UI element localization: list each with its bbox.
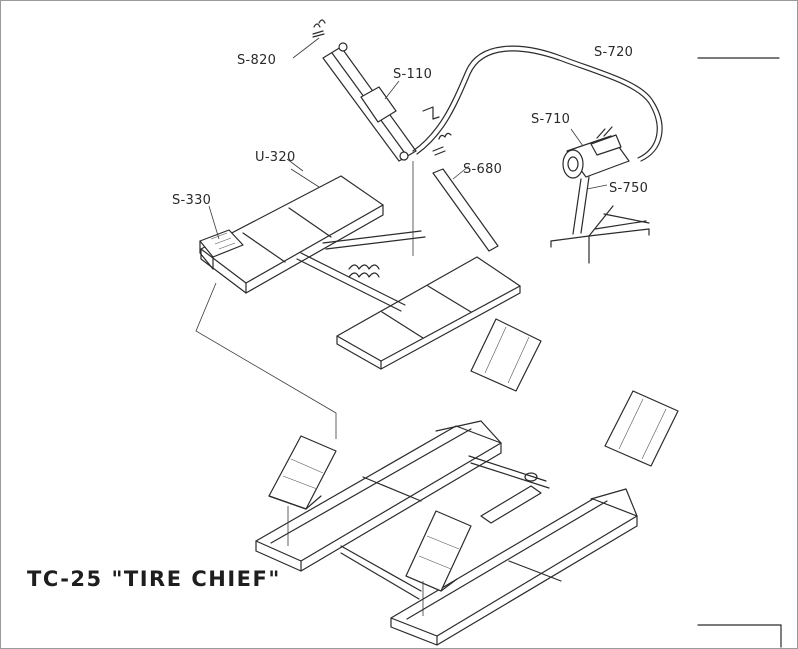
label-u-320: U-320: [255, 150, 296, 165]
model-title: TC-25 "TIRE CHIEF": [27, 567, 281, 591]
label-s-750: S-750: [609, 181, 648, 196]
label-s-110: S-110: [393, 67, 432, 82]
label-s-680: S-680: [463, 162, 502, 177]
s-750-stand-drawing: [550, 184, 650, 264]
leader-lines: [195, 161, 414, 439]
s-110-cylinder-drawing: [322, 42, 663, 162]
s-820-pins-drawing: [292, 19, 326, 59]
label-s-330: S-330: [172, 193, 211, 208]
label-s-720: S-720: [594, 45, 633, 60]
ramp-plate-lower: [604, 390, 679, 467]
label-s-710: S-710: [531, 112, 570, 127]
u-320-upper-lift-drawing: [199, 158, 521, 370]
s-710-pump-drawing: [562, 126, 630, 235]
label-s-820: S-820: [237, 53, 276, 68]
base-frame-drawing: [255, 420, 638, 646]
s-680-bar-drawing: [432, 165, 499, 252]
ramp-plate-upper: [470, 318, 542, 392]
corner-rules: [697, 57, 782, 648]
